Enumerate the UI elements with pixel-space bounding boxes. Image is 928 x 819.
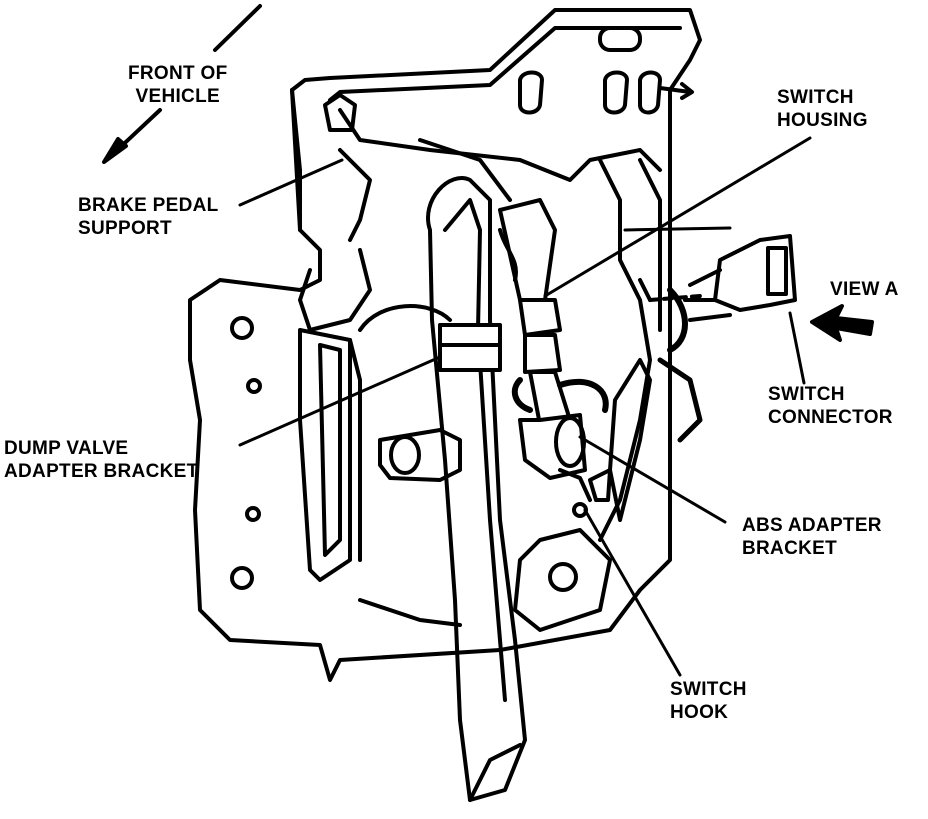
switch-connector-shape [638,234,797,443]
label-line: VEHICLE [135,86,220,107]
label-line: CONNECTOR [768,407,893,428]
label-line: BRACKET [742,538,837,559]
label-line: FRONT OF [128,63,228,84]
front-arrow [102,4,262,164]
leader-lines [238,136,812,677]
label-line: BRAKE PEDAL [78,195,219,216]
label-line: ADAPTER BRACKET [4,461,199,482]
label-front-of-vehicle: FRONT OF VEHICLE [128,62,228,108]
label-line: SWITCH [670,679,747,700]
dump-valve-adapter-bracket-shape [438,323,502,372]
label-line: HOOK [670,702,729,723]
label-line: ABS ADAPTER [742,515,882,536]
label-brake-pedal-support: BRAKE PEDAL SUPPORT [78,194,219,240]
label-line: SUPPORT [78,218,172,239]
label-line: VIEW A [830,279,899,300]
label-switch-housing: SWITCH HOUSING [777,86,868,132]
label-abs-adapter-bracket: ABS ADAPTER BRACKET [742,514,882,560]
label-dump-valve-adapter-bracket: DUMP VALVE ADAPTER BRACKET [4,437,199,483]
label-switch-hook: SWITCH HOOK [670,678,747,724]
view-a-arrow [810,304,874,342]
brake-pedal-arm [426,176,527,802]
label-line: SWITCH [768,384,845,405]
label-switch-connector: SWITCH CONNECTOR [768,383,893,429]
label-view-a: VIEW A [830,278,899,301]
label-line: SWITCH [777,87,854,108]
label-line: DUMP VALVE [4,438,129,459]
abs-adapter-bracket-shape [588,468,612,502]
switch-housing-shape [498,198,609,502]
label-line: HOUSING [777,110,868,131]
brake-pedal-support-shape [188,8,702,682]
